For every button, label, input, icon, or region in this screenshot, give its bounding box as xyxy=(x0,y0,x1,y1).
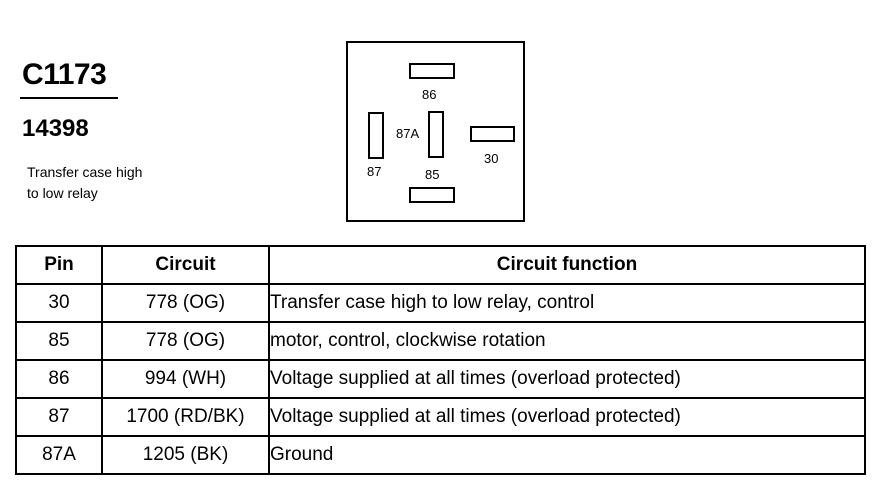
table-row: 86 994 (WH) Voltage supplied at all time… xyxy=(15,359,866,399)
connector-id: C1173 xyxy=(22,58,107,91)
circuit-cell: 1205 (BK) xyxy=(101,435,270,475)
relay-pin-diagram: 86 87 87A 30 85 xyxy=(346,41,525,222)
table-row: 87A 1205 (BK) Ground xyxy=(15,435,866,475)
pin-86-terminal xyxy=(409,63,455,79)
circuit-cell: 994 (WH) xyxy=(101,359,270,399)
pin-cell: 87A xyxy=(15,435,103,475)
pin-30-terminal xyxy=(470,126,515,142)
function-cell: Transfer case high to low relay, control xyxy=(268,283,866,323)
connector-description: Transfer case high to low relay xyxy=(27,162,197,204)
circuit-cell: 1700 (RD/BK) xyxy=(101,397,270,437)
table-row: 30 778 (OG) Transfer case high to low re… xyxy=(15,283,866,323)
function-cell: Voltage supplied at all times (overload … xyxy=(268,359,866,399)
pin-30-label: 30 xyxy=(484,151,499,166)
table-row: 87 1700 (RD/BK) Voltage supplied at all … xyxy=(15,397,866,437)
header-circuit: Circuit xyxy=(101,245,270,285)
function-cell: motor, control, clockwise rotation xyxy=(268,321,866,361)
title-underline xyxy=(20,97,118,99)
pin-86-label: 86 xyxy=(422,87,437,102)
pin-85-terminal xyxy=(409,187,455,203)
description-line-1: Transfer case high xyxy=(27,164,143,180)
table-row: 85 778 (OG) motor, control, clockwise ro… xyxy=(15,321,866,361)
pin-87a-label: 87A xyxy=(396,126,420,141)
function-cell: Voltage supplied at all times (overload … xyxy=(268,397,866,437)
pin-cell: 86 xyxy=(15,359,103,399)
pin-87-terminal xyxy=(368,112,384,159)
pin-85-label: 85 xyxy=(425,167,440,182)
pin-cell: 85 xyxy=(15,321,103,361)
pin-87-label: 87 xyxy=(367,164,382,179)
header-circuit-function: Circuit function xyxy=(268,245,866,285)
table-header-row: Pin Circuit Circuit function xyxy=(15,245,866,285)
header-pin: Pin xyxy=(15,245,103,285)
pin-87a-terminal xyxy=(428,111,444,158)
pinout-table: Pin Circuit Circuit function 30 778 (OG)… xyxy=(15,245,866,475)
function-cell: Ground xyxy=(268,435,866,475)
description-line-2: to low relay xyxy=(27,185,98,201)
circuit-cell: 778 (OG) xyxy=(101,283,270,323)
pin-cell: 87 xyxy=(15,397,103,437)
part-number: 14398 xyxy=(22,115,89,142)
pin-cell: 30 xyxy=(15,283,103,323)
circuit-cell: 778 (OG) xyxy=(101,321,270,361)
